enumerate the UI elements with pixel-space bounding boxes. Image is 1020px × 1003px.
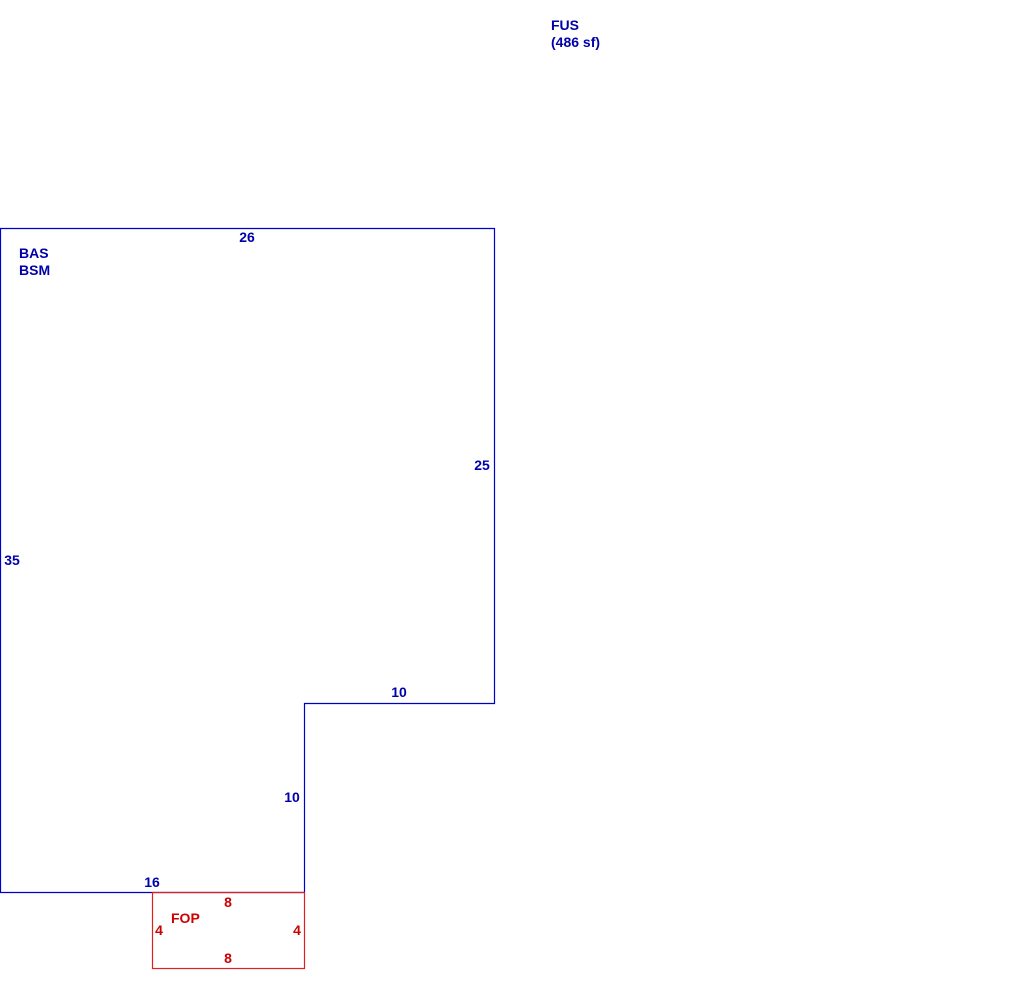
dim-step-top: 10 — [391, 684, 407, 700]
bsm-label: BSM — [19, 262, 50, 278]
porch-dim-top: 8 — [224, 894, 232, 910]
porch-outline — [151, 891, 306, 970]
fus-area-label: (486 sf) — [551, 34, 600, 50]
bas-label: BAS — [19, 245, 49, 261]
dim-left: 35 — [4, 552, 20, 568]
porch-dim-right: 4 — [293, 922, 301, 938]
dim-top: 26 — [239, 229, 255, 245]
dim-bottom: 16 — [144, 874, 160, 890]
fop-label: FOP — [171, 910, 200, 926]
dim-step-side: 10 — [284, 789, 300, 805]
dim-right: 25 — [474, 457, 490, 473]
porch-dim-left: 4 — [155, 922, 163, 938]
fus-label: FUS — [551, 17, 579, 33]
porch-dim-bottom: 8 — [224, 950, 232, 966]
main-building-outline — [0, 227, 496, 894]
